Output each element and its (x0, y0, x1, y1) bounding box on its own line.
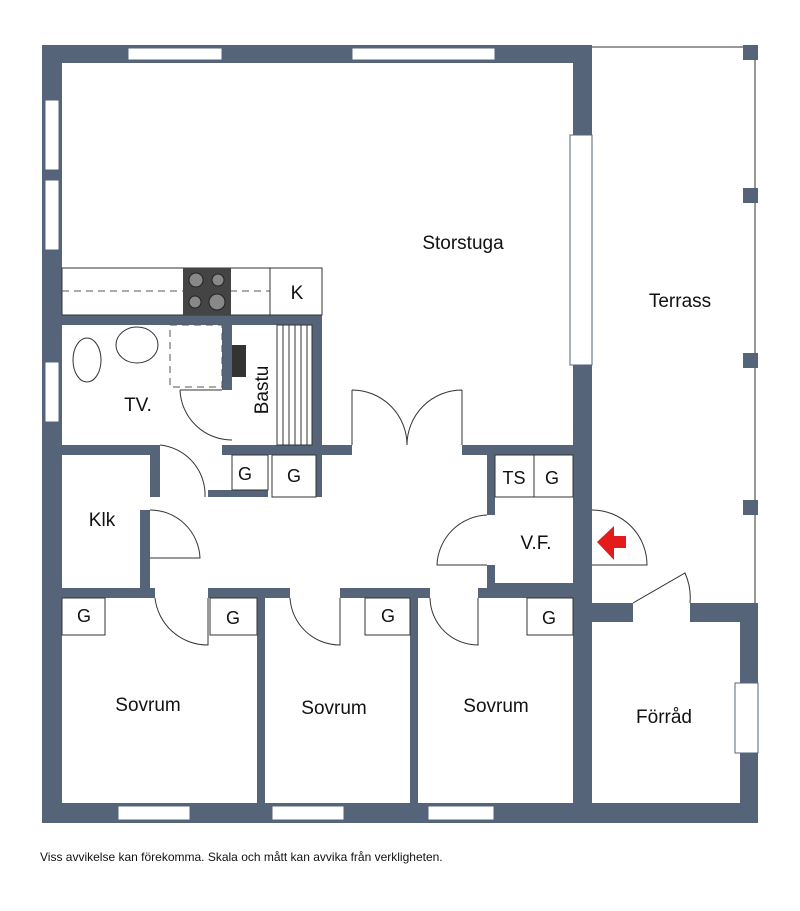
closet-label: G (287, 466, 301, 486)
kitchen-counter (61, 267, 323, 316)
closet-label: G (77, 606, 91, 626)
room-label-bastu: Bastu (252, 366, 273, 415)
room-label-sovrum-3: Sovrum (463, 696, 528, 717)
closet-label: G (238, 464, 252, 484)
closets (61, 454, 574, 636)
toilet-icon (72, 337, 102, 383)
sink-icon (115, 326, 159, 364)
closet-label: G (545, 468, 559, 488)
closet-label: G (542, 608, 556, 628)
room-label-sovrum-2: Sovrum (301, 698, 366, 719)
stove-icon (183, 268, 231, 315)
entrance-arrow-icon (597, 526, 626, 560)
room-label-terrass: Terrass (649, 291, 711, 312)
room-label-klk: Klk (89, 510, 116, 531)
shower-area (169, 324, 223, 388)
disclaimer-text: Viss avvikelse kan förekomma. Skala och … (40, 850, 443, 864)
room-label-sovrum-1: Sovrum (115, 695, 180, 716)
doors (149, 389, 691, 646)
room-label-kok: K (291, 283, 304, 304)
room-label-forrad: Förråd (636, 707, 692, 728)
closet-label: G (381, 606, 395, 626)
room-label-tv: TV. (124, 395, 152, 416)
terrace-outline (592, 45, 758, 603)
room-label-vf: V.F. (521, 533, 552, 554)
windows (44, 47, 759, 821)
room-label-storstuga: Storstuga (422, 233, 504, 254)
closet-label-ts: TS (502, 468, 525, 488)
sauna-heater-icon (232, 345, 246, 377)
bathroom-fixtures (72, 324, 313, 446)
closet-label: G (226, 608, 240, 628)
